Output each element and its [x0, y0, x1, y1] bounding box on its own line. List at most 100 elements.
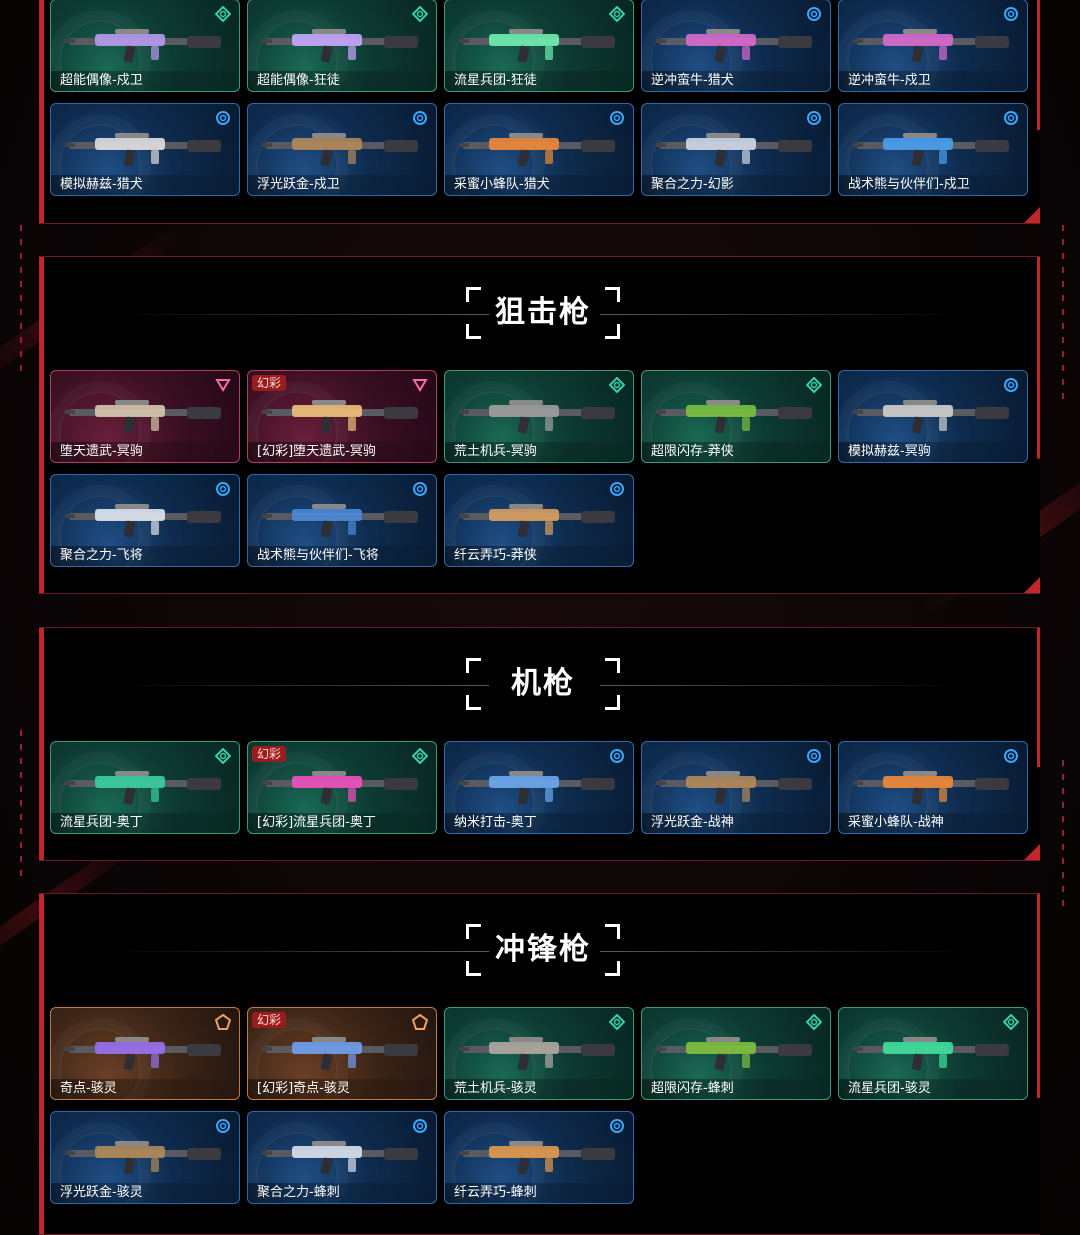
weapon-skin-card[interactable]: 采蜜小蜂队-猎犬	[444, 103, 634, 196]
weapon-skin-card[interactable]: 堕天遗武-冥驹	[50, 370, 240, 463]
weapon-image	[459, 1136, 619, 1178]
weapon-skin-card[interactable]: 流星兵团-狂徒	[444, 0, 634, 92]
weapon-skin-card[interactable]: 模拟赫兹-冥驹	[838, 370, 1028, 463]
rarity-blue-icon	[806, 6, 822, 22]
weapon-skin-name: 超限闪存-蜂刺	[651, 1081, 734, 1096]
rarity-blue-icon	[1003, 748, 1019, 764]
card-bg-rings	[59, 20, 141, 91]
card-bg-rings	[59, 1028, 141, 1099]
rarity-blue-icon	[215, 1118, 231, 1134]
card-bg-rings	[453, 391, 535, 462]
weapon-skin-card[interactable]: 逆冲蛮牛-猎犬	[641, 0, 831, 92]
card-bg-rings	[256, 391, 338, 462]
weapon-skin-card[interactable]: 纳米打击-奥丁	[444, 741, 634, 834]
weapon-skin-name: 模拟赫兹-猎犬	[60, 177, 143, 192]
card-label-bar	[51, 71, 239, 91]
rarity-pink-icon	[215, 377, 231, 393]
card-label-bar	[642, 175, 830, 195]
rarity-green-icon	[214, 5, 232, 23]
rarity-blue-icon	[215, 481, 231, 497]
weapon-skin-card[interactable]: 超能偶像-戍卫	[50, 0, 240, 92]
card-bg-rings	[650, 762, 732, 833]
card-label-bar	[445, 175, 633, 195]
weapon-skin-name: 逆冲蛮牛-戍卫	[848, 73, 931, 88]
weapon-image	[262, 499, 422, 541]
weapon-skin-card[interactable]: 聚合之力-飞将	[50, 474, 240, 567]
rarity-blue-icon	[1003, 110, 1019, 126]
card-label-bar	[445, 813, 633, 833]
weapon-skin-card[interactable]: 超限闪存-莽侠	[641, 370, 831, 463]
card-label-bar	[51, 175, 239, 195]
weapon-skin-name: 聚合之力-蜂刺	[257, 1185, 340, 1200]
card-bg-rings	[256, 762, 338, 833]
weapon-skin-card[interactable]: 浮光跃金-战神	[641, 741, 831, 834]
variant-badge: 幻彩	[252, 1012, 287, 1028]
weapon-skin-card[interactable]: 模拟赫兹-猎犬	[50, 103, 240, 196]
weapon-skin-card[interactable]: 聚合之力-蜂刺	[247, 1111, 437, 1204]
weapon-skin-card[interactable]: 聚合之力-幻影	[641, 103, 831, 196]
weapon-skin-card[interactable]: 流星兵团-奥丁	[50, 741, 240, 834]
card-label-bar	[445, 1079, 633, 1099]
weapon-skin-card[interactable]: 纤云弄巧-蜂刺	[444, 1111, 634, 1204]
section-header: 狙击枪	[39, 287, 1040, 343]
weapon-skin-card[interactable]: 逆冲蛮牛-戍卫	[838, 0, 1028, 92]
card-bg-rings	[847, 391, 929, 462]
card-label-bar	[248, 71, 436, 91]
weapon-skin-card[interactable]: 奇点-骇灵	[50, 1007, 240, 1100]
weapon-skin-name: 逆冲蛮牛-猎犬	[651, 73, 734, 88]
card-label-bar	[839, 175, 1027, 195]
weapon-image	[853, 1032, 1013, 1074]
edge-deco	[20, 730, 22, 880]
corner-decoration	[1024, 844, 1040, 860]
card-bg-rings	[650, 1028, 732, 1099]
weapon-image	[65, 395, 225, 437]
weapon-skin-card[interactable]: 幻彩[幻彩]堕天遗武-冥驹	[247, 370, 437, 463]
weapon-skin-card[interactable]: 荒土机兵-骇灵	[444, 1007, 634, 1100]
rarity-blue-icon	[1003, 6, 1019, 22]
rarity-blue-icon	[609, 1118, 625, 1134]
weapon-skin-card[interactable]: 流星兵团-骇灵	[838, 1007, 1028, 1100]
card-label-bar	[248, 175, 436, 195]
rarity-green-icon	[411, 5, 429, 23]
rarity-blue-icon	[412, 481, 428, 497]
title-brackets: 狙击枪	[466, 287, 620, 339]
weapon-skin-card[interactable]: 浮光跃金-戍卫	[247, 103, 437, 196]
weapon-skin-name: 奇点-骇灵	[60, 1081, 117, 1096]
card-bg-rings	[847, 124, 929, 195]
weapon-skin-card[interactable]: 荒土机兵-冥驹	[444, 370, 634, 463]
card-bg-rings	[256, 20, 338, 91]
weapon-skin-card[interactable]: 浮光跃金-骇灵	[50, 1111, 240, 1204]
weapon-skin-card[interactable]: 幻彩[幻彩]流星兵团-奥丁	[247, 741, 437, 834]
weapon-skin-name: 流星兵团-狂徒	[454, 73, 537, 88]
weapon-image	[459, 499, 619, 541]
card-label-bar	[51, 813, 239, 833]
weapon-skin-name: 聚合之力-幻影	[651, 177, 734, 192]
rarity-blue-icon	[609, 481, 625, 497]
card-bg-rings	[453, 1028, 535, 1099]
weapon-image	[656, 1032, 816, 1074]
card-bg-rings	[650, 20, 732, 91]
weapon-image	[65, 1136, 225, 1178]
rarity-green-icon	[214, 747, 232, 765]
weapon-image	[459, 1032, 619, 1074]
card-bg-rings	[453, 20, 535, 91]
weapon-skin-name: 浮光跃金-战神	[651, 815, 734, 830]
rarity-blue-icon	[609, 110, 625, 126]
weapon-skin-card[interactable]: 采蜜小蜂队-战神	[838, 741, 1028, 834]
card-bg-rings	[650, 391, 732, 462]
weapon-skin-card[interactable]: 战术熊与伙伴们-飞将	[247, 474, 437, 567]
weapon-skin-card[interactable]: 超能偶像-狂徒	[247, 0, 437, 92]
rarity-green-icon	[608, 376, 626, 394]
weapon-skin-card[interactable]: 纤云弄巧-莽侠	[444, 474, 634, 567]
rarity-blue-icon	[609, 748, 625, 764]
weapon-image	[65, 128, 225, 170]
card-label-bar	[642, 71, 830, 91]
weapon-skin-card[interactable]: 战术熊与伙伴们-戍卫	[838, 103, 1028, 196]
card-bg-rings	[847, 20, 929, 91]
card-label-bar	[642, 813, 830, 833]
weapon-skin-card[interactable]: 超限闪存-蜂刺	[641, 1007, 831, 1100]
card-label-bar	[51, 442, 239, 462]
weapon-skin-card[interactable]: 幻彩[幻彩]奇点-骇灵	[247, 1007, 437, 1100]
card-bg-rings	[59, 495, 141, 566]
card-label-bar	[248, 1079, 436, 1099]
